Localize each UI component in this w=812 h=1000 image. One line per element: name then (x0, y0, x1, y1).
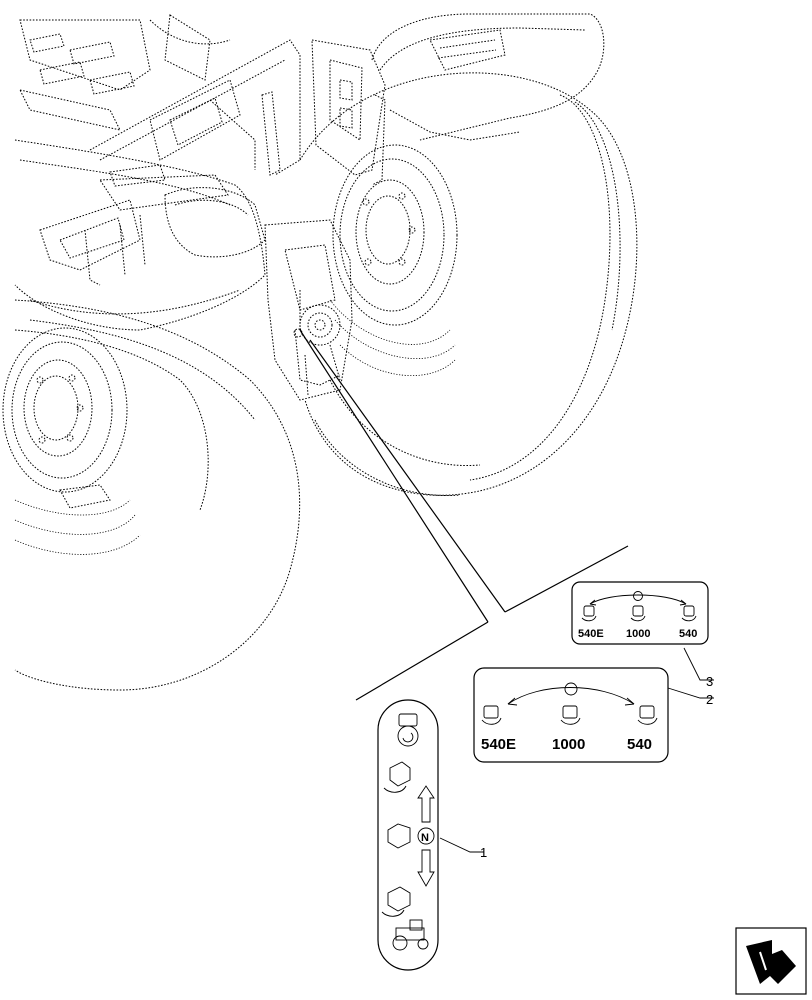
cab-rear-frame (89, 39, 386, 186)
right-tyre-lower (314, 379, 481, 497)
callout-1: 1 (480, 845, 487, 860)
decal-3-label-540e: 540E (578, 628, 604, 640)
right-rear-tyre (299, 72, 638, 496)
callout-3: 3 (706, 674, 713, 689)
arrow-up-icon (417, 785, 435, 823)
pto-shaft-icon (387, 823, 411, 849)
decal-2-label-540e: 540E (481, 736, 516, 753)
arrow-down-icon (417, 849, 435, 887)
decal-3-label-1000: 1000 (626, 628, 650, 640)
speed-indicator-icon (633, 591, 643, 601)
decal-2: 540E 1000 540 (473, 667, 669, 763)
pto-shaft-icon (581, 605, 597, 622)
tractor-icon (392, 919, 429, 951)
left-rear-tyre (2, 299, 301, 691)
pto-housing (164, 187, 353, 401)
decal-3-label-540: 540 (679, 628, 697, 640)
pto-engage-icon (397, 713, 419, 747)
pto-shaft-icon (681, 605, 697, 622)
decal-1: N (377, 699, 439, 971)
pto-shaft-icon (481, 705, 502, 725)
pto-shaft-icon (381, 886, 411, 917)
right-fender (371, 13, 605, 141)
decal-2-label-1000: 1000 (552, 736, 585, 753)
neutral-symbol: N (421, 832, 429, 844)
leader-lines (299, 329, 714, 853)
decal-3: 540E 1000 540 (571, 581, 709, 645)
tractor-rear-view (2, 13, 638, 691)
pto-shaft-icon (383, 761, 411, 793)
cab-top-left-detail (19, 14, 231, 131)
callout-2: 2 (706, 692, 713, 707)
neutral-icon: N (417, 827, 435, 845)
pto-shaft-icon (630, 605, 646, 622)
decal-2-label-540: 540 (627, 736, 652, 753)
pto-shaft-icon (560, 705, 581, 725)
speed-indicator-icon (564, 682, 578, 696)
left-fender (14, 139, 266, 331)
next-page-arrow-icon[interactable] (735, 927, 807, 995)
pto-shaft-icon (637, 705, 658, 725)
